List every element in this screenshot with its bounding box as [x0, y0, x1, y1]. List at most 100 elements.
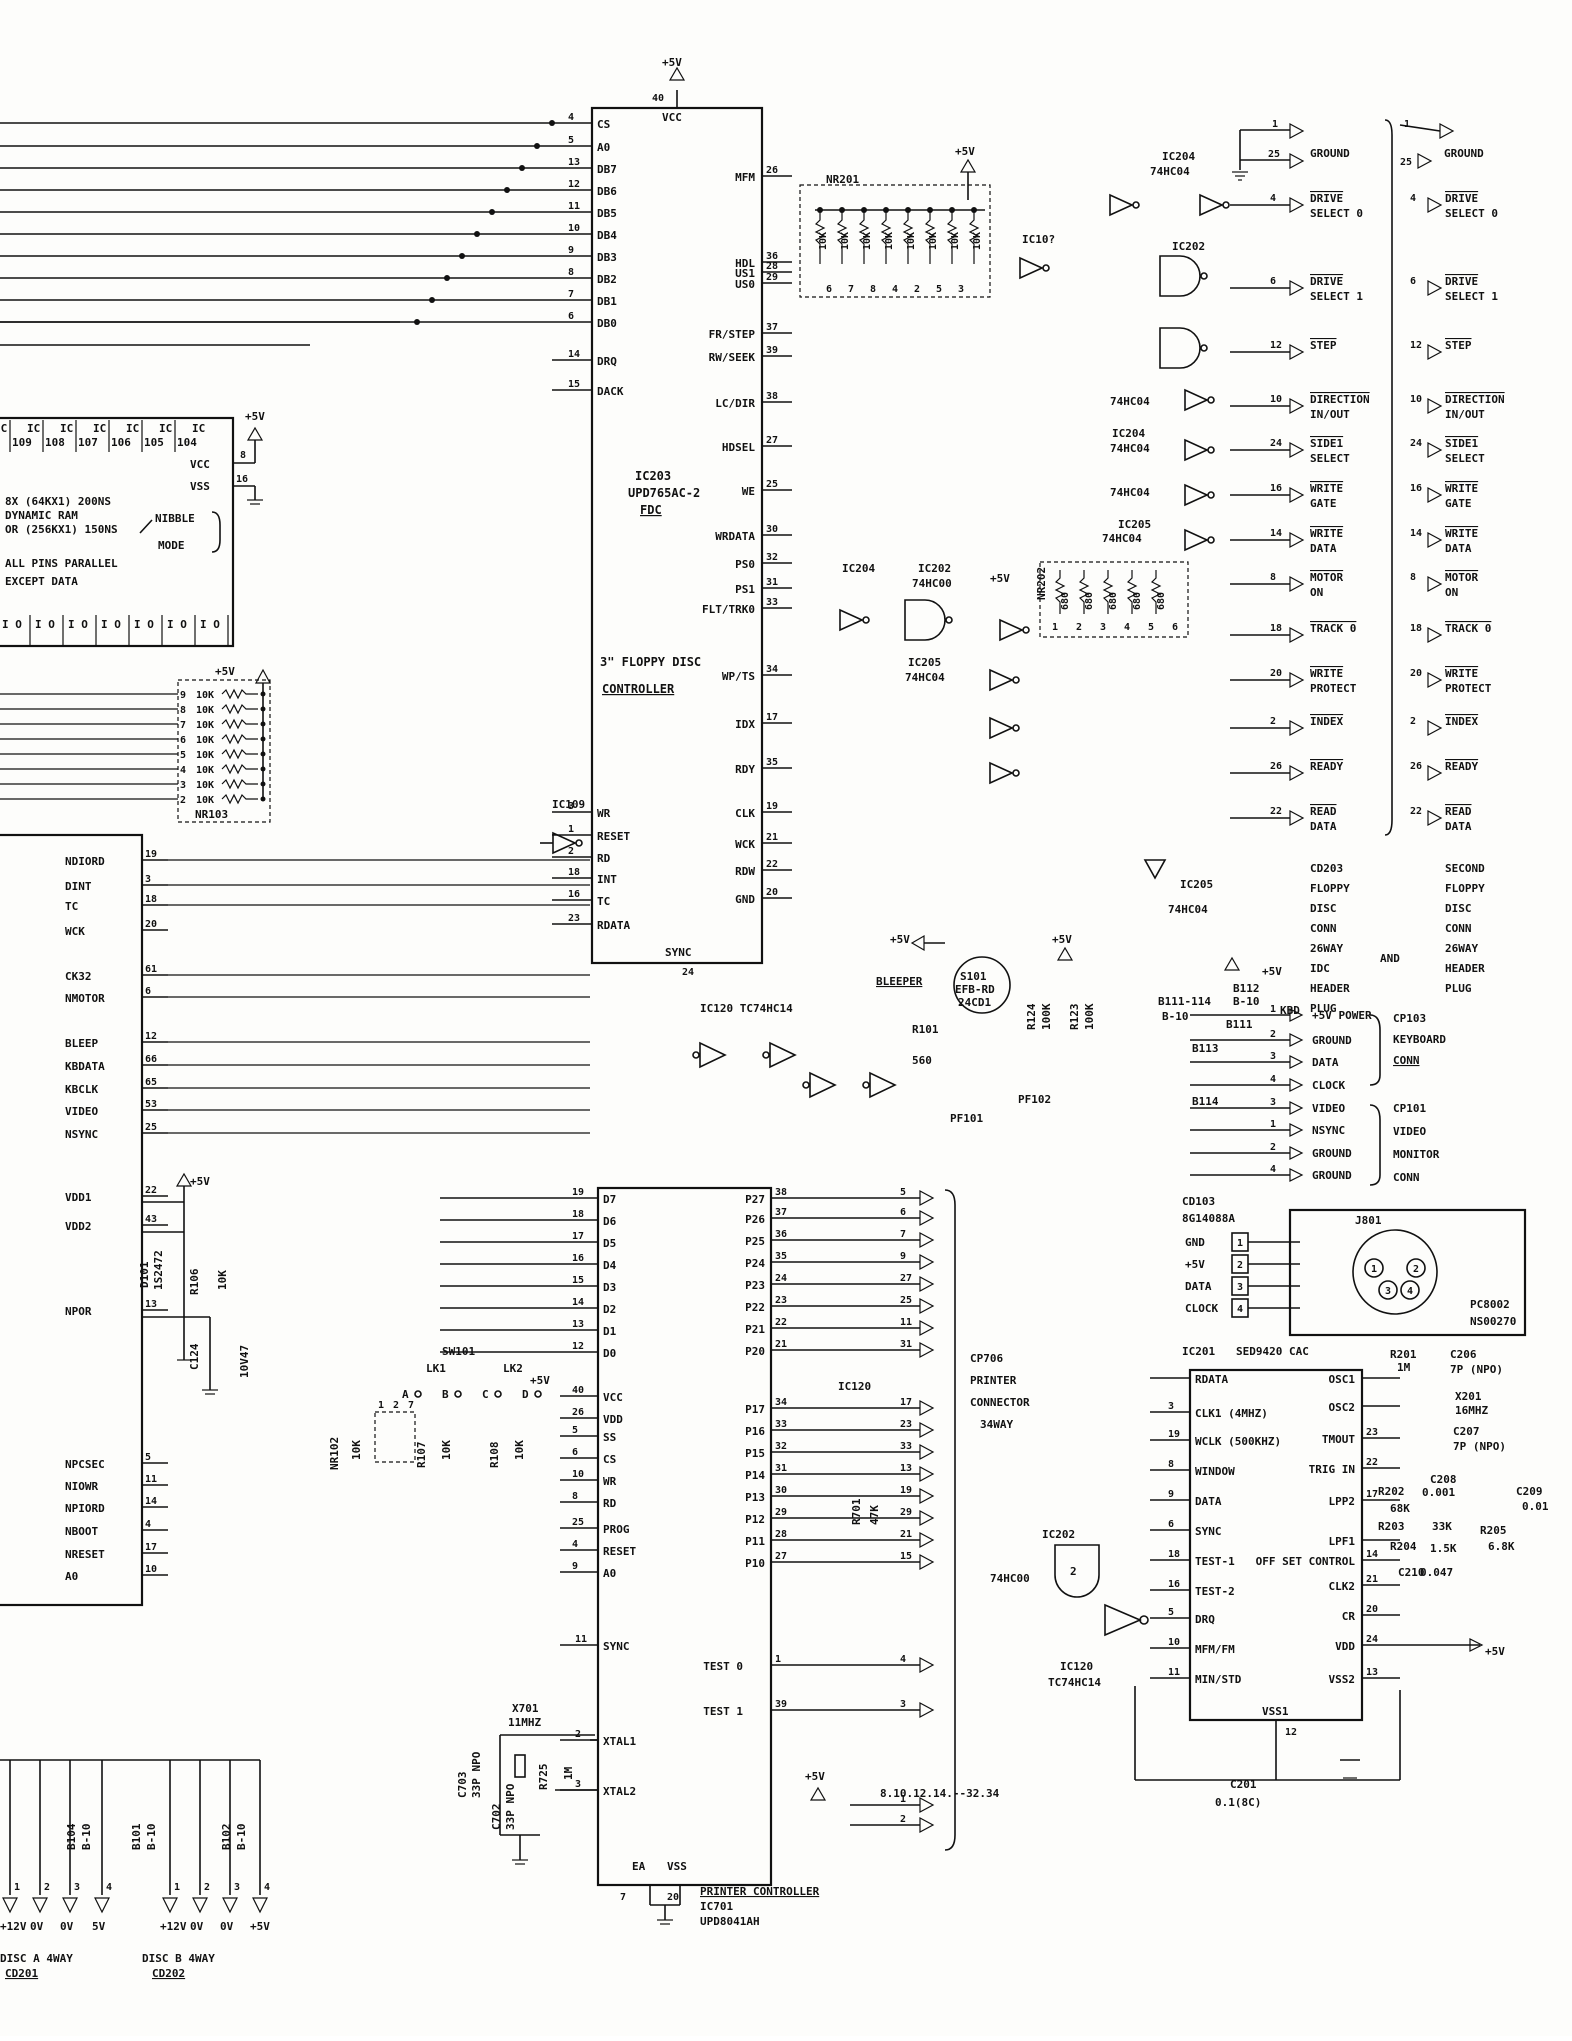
printer-data-name: D7 — [603, 1193, 616, 1206]
disc-power-name: 0V — [190, 1920, 204, 1933]
fdc-right-pin-name: US1 — [735, 267, 755, 280]
cp706-3: CONNECTOR — [970, 1396, 1030, 1409]
r201-label: R201 — [1390, 1348, 1417, 1361]
fdc-left-pin-name: TC — [597, 895, 610, 908]
drive-arrow — [1289, 719, 1305, 737]
printer-test-pin: 39 — [775, 1699, 787, 1710]
nr201-resistor — [946, 210, 958, 264]
drive-name-2: DATA — [1310, 542, 1337, 555]
printer-ctrl-name: A0 — [603, 1567, 616, 1580]
sed-left-pin: 5 — [1168, 1607, 1174, 1618]
fdc-right-pin-name: LC/DIR — [715, 397, 755, 410]
sw101-label: SW101 — [442, 1345, 475, 1358]
sw101-letter: C — [482, 1388, 489, 1401]
ic205-label: IC205 — [1118, 518, 1151, 531]
gate-array-pin-name: VDD2 — [65, 1220, 92, 1233]
cd203-label: FLOPPY — [1310, 882, 1350, 895]
printer-test-out: 3 — [900, 1699, 906, 1710]
nr202-supply: +5V — [990, 572, 1010, 585]
printer-ctrl-pin: 26 — [572, 1407, 584, 1418]
inverter-symbol — [989, 716, 1014, 740]
nand-symbol — [1159, 327, 1201, 369]
kb-pin: 4 — [1270, 1164, 1276, 1175]
drive2-arrow — [1427, 764, 1443, 782]
ic120-bleeper-label: IC120 TC74HC14 — [700, 1002, 793, 1015]
nr103-value: 10K — [196, 780, 214, 791]
printer-data-pin: 17 — [572, 1231, 584, 1242]
bus-junction — [534, 143, 540, 149]
ram-ic-number: 106 — [111, 436, 131, 449]
fdc-left-pin-number: 15 — [568, 379, 580, 390]
printer-out-arrow — [919, 1796, 935, 1814]
disc-power-label: B104 — [65, 1823, 78, 1850]
disc-power-label: B102 — [220, 1824, 233, 1851]
gate-array-pin-number: 11 — [145, 1474, 157, 1485]
r205-label: R205 — [1480, 1524, 1507, 1537]
nr202-value: 680 — [1060, 592, 1071, 610]
drive2-pin: 26 — [1410, 761, 1422, 772]
nr201-value: 10K — [906, 232, 917, 250]
nr201-resistor — [968, 210, 980, 264]
nr201-pin: 2 — [914, 284, 920, 295]
sed-right-pin: 20 — [1366, 1604, 1378, 1615]
printer-port-arrow — [919, 1465, 935, 1483]
disc-b-conn: CD202 — [152, 1967, 185, 1980]
sed-right-name: CLK2 — [1329, 1580, 1356, 1593]
drive2-pin: 14 — [1410, 528, 1422, 539]
kb-arrow — [1289, 1168, 1304, 1182]
disc-power-arrow — [2, 1897, 18, 1914]
fdc-sync-label: SYNC — [665, 946, 692, 959]
nr201-resistor — [858, 210, 870, 264]
r202-label: R202 — [1378, 1485, 1405, 1498]
gate-array-pin-number: 6 — [145, 986, 151, 997]
printer-port-name: P24 — [745, 1257, 765, 1270]
x201-label: X201 — [1455, 1390, 1482, 1403]
drive-name: DIRECTION — [1310, 393, 1370, 406]
r106-label: R106 — [188, 1268, 201, 1295]
nand-symbol — [1159, 255, 1201, 297]
inverter-symbol — [989, 668, 1014, 692]
disc-power-name: 0V — [60, 1920, 74, 1933]
drive-name: WRITE — [1310, 482, 1343, 495]
ram-ic-number: 109 — [12, 436, 32, 449]
bus-junction — [474, 231, 480, 237]
j801-pin-circle — [1378, 1280, 1398, 1300]
kb-name: GROUND — [1312, 1169, 1352, 1182]
printer-test-name: TEST 0 — [703, 1660, 743, 1673]
j801-pin-number: 2 — [1413, 1264, 1419, 1275]
fdc-right-pin-name: RW/SEEK — [709, 351, 756, 364]
ram-desc-4: ALL PINS PARALLEL — [5, 557, 118, 570]
drive-pin: 26 — [1270, 761, 1282, 772]
sw101-letter: A — [402, 1388, 409, 1401]
drive2-pin: 4 — [1410, 193, 1416, 204]
nr103-resistor — [221, 688, 258, 700]
drive-arrow — [1289, 441, 1305, 459]
printer-port-arrow — [919, 1509, 935, 1527]
j801-pin-number: 1 — [1371, 1264, 1377, 1275]
cp103-2: KEYBOARD — [1393, 1033, 1446, 1046]
c201-label: C201 — [1230, 1778, 1257, 1791]
fdc-left-pin-name: DB0 — [597, 317, 617, 330]
printer-port-arrow — [919, 1253, 935, 1271]
drive2-name-2: PROTECT — [1445, 682, 1492, 695]
printer-test-name: TEST 1 — [703, 1705, 743, 1718]
r205-value: 6.8K — [1488, 1540, 1515, 1553]
sed-left-pin: 11 — [1168, 1667, 1180, 1678]
fdc-left-pin-name: DB2 — [597, 273, 617, 286]
gate-array-pin-name: NIOWR — [65, 1480, 98, 1493]
sed-vss1: VSS1 — [1262, 1705, 1289, 1718]
printer-port-arrow — [919, 1421, 935, 1439]
fdc-right-pin-name: PS0 — [735, 558, 755, 571]
printer-port-out: 33 — [900, 1441, 912, 1452]
printer-data-pin: 16 — [572, 1253, 584, 1264]
cp706-4: 34WAY — [980, 1418, 1013, 1431]
sed-right-pin: 21 — [1366, 1574, 1378, 1585]
ram-supply: +5V — [245, 410, 265, 423]
nr103-resistor — [221, 793, 258, 805]
printer-out-pin: 1 — [900, 1794, 906, 1805]
ram-ic-labels: ICICICICICICIC109108107106105104 — [0, 420, 205, 452]
fdc-left-pin-number: 12 — [568, 179, 580, 190]
